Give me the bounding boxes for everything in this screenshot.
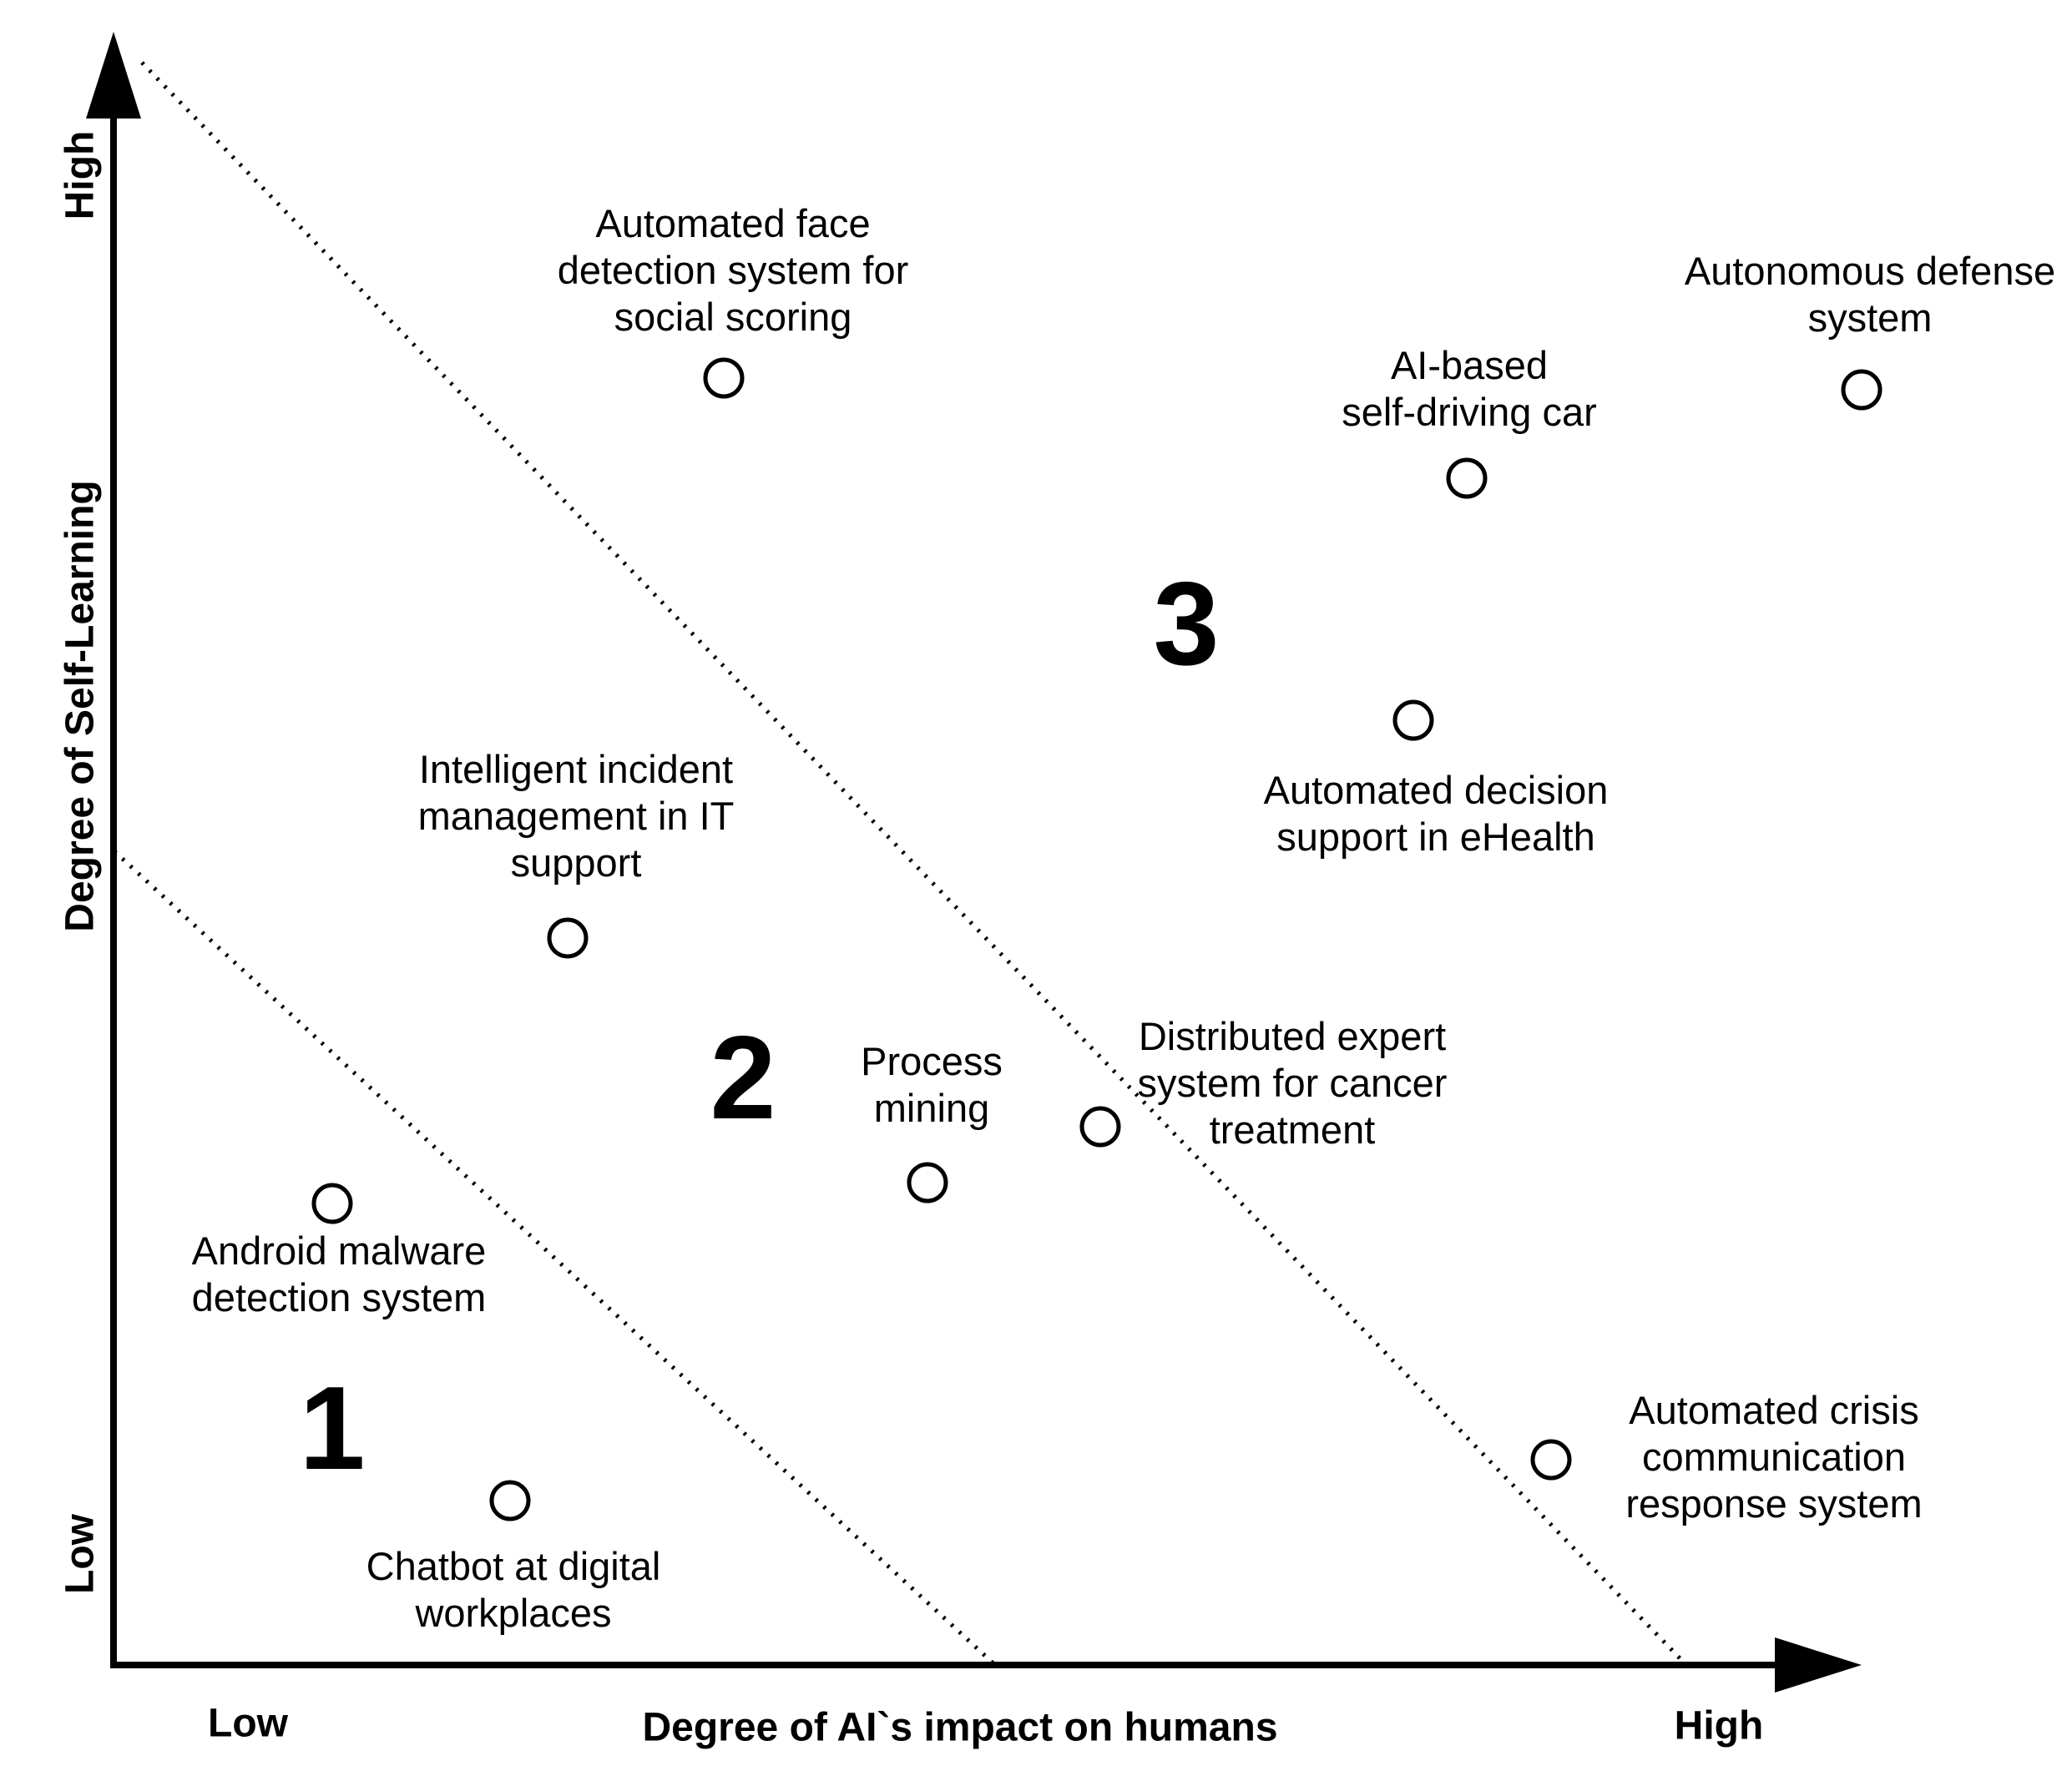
y-axis-high-label: High [58, 130, 103, 220]
x-axis-high-label: High [1674, 1703, 1764, 1748]
zone-boundary-2-3 [140, 61, 1688, 1667]
x-axis-title: Degree of AI`s impact on humans [642, 1705, 1278, 1750]
y-axis-arrowhead-icon [86, 32, 141, 119]
zone-boundary-1-2 [113, 850, 997, 1667]
x-axis-low-label: Low [208, 1701, 288, 1746]
y-axis-title: Degree of Self-Learning [58, 480, 103, 932]
zone-1-number: 1 [299, 1362, 366, 1495]
point-autonomous-defense [1841, 369, 1882, 411]
point-process-mining [907, 1162, 948, 1203]
point-chatbot-workplaces [489, 1480, 531, 1521]
point-ai-self-driving-car [1446, 457, 1488, 499]
point-intelligent-incident [547, 917, 589, 959]
zone-3-number: 3 [1153, 558, 1220, 690]
point-android-malware [311, 1183, 353, 1224]
y-axis-low-label: Low [58, 1514, 103, 1594]
point-automated-face-detection [703, 357, 745, 399]
x-axis-arrowhead-icon [1775, 1637, 1862, 1693]
zone-2-number: 2 [710, 1012, 776, 1144]
point-crisis-response [1530, 1439, 1572, 1481]
point-ehealth-decision-support [1392, 699, 1434, 741]
point-distributed-expert [1079, 1106, 1121, 1148]
